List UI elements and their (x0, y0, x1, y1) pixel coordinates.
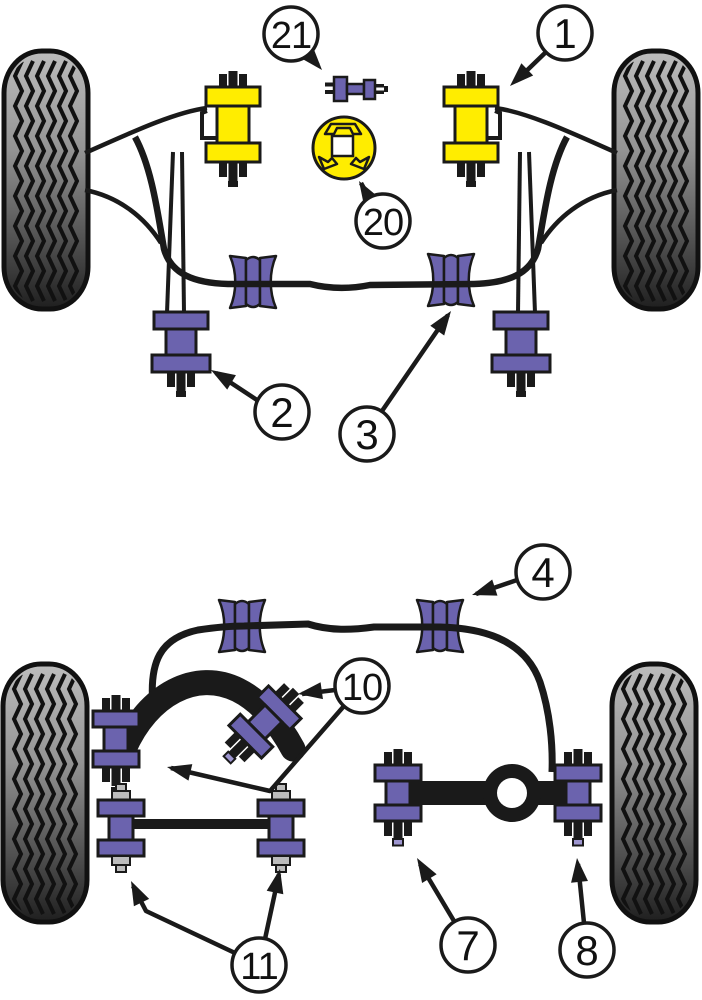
front-subframe-lines (84, 105, 618, 314)
callout-3-arrow (380, 313, 450, 413)
engine-mount-left-icon (204, 71, 262, 187)
callout-2-circle (253, 383, 311, 441)
subframe-mount-right-icon (490, 310, 552, 397)
round-insert-bushing-icon (311, 115, 377, 181)
callout-20-circle (354, 192, 412, 250)
callout-7: 7 (409, 853, 497, 974)
callout-4: 4 (469, 543, 572, 604)
callout-3: 3 (338, 306, 458, 463)
callout-8: 8 (558, 857, 616, 979)
callout-10-label: 10 (342, 667, 382, 709)
tire-front-left (4, 51, 88, 309)
control-arm-bushing-icon (221, 680, 307, 766)
callout-4-label: 4 (531, 549, 554, 596)
callout-1-label: 1 (553, 10, 576, 57)
callout-2-label: 2 (270, 389, 293, 436)
callout-7-label: 7 (456, 922, 479, 969)
callout-20: 20 (351, 176, 412, 250)
front-anti-roll-bar (132, 135, 570, 292)
front-arb-bushing-right-icon (426, 252, 476, 308)
callout-10: 10 (165, 657, 391, 794)
callout-11-label: 11 (240, 946, 277, 988)
trailing-arm (398, 764, 580, 822)
callout-2: 2 (206, 362, 311, 441)
callout-21-label: 21 (271, 15, 311, 57)
trailing-arm-bushing-rear-icon (553, 749, 603, 847)
callout-11-circle (230, 936, 288, 994)
callout-20-label: 20 (363, 202, 403, 244)
small-mount-bushing-icon (325, 75, 388, 103)
rear-anti-roll-bar (148, 620, 556, 773)
callout-10-circle (333, 657, 391, 715)
callout-1-circle (536, 4, 594, 62)
subframe-mount-left-icon (150, 310, 212, 397)
tire-rear-right (612, 664, 696, 922)
rear-suspension-section: 4 10 11 7 8 (3, 543, 696, 994)
callout-11: 11 (123, 867, 289, 994)
callout-7-circle (439, 916, 497, 974)
trailing-arm-bushing-front-icon (373, 749, 423, 847)
callout-1: 1 (504, 4, 594, 93)
front-suspension-section: 21 1 20 2 3 (4, 4, 698, 463)
callout-3-label: 3 (355, 411, 378, 458)
callout-8-circle (558, 921, 616, 979)
callout-21-circle (262, 5, 320, 63)
engine-mount-right-icon (442, 71, 500, 187)
lower-link-bushing-left-icon (96, 783, 146, 873)
callout-21: 21 (262, 5, 329, 76)
callout-4-circle (514, 543, 572, 601)
callout-10-arrow-b (170, 704, 346, 794)
callout-11-arrow-a (131, 884, 236, 956)
callout-8-label: 8 (575, 927, 598, 974)
lower-link-bar (121, 819, 283, 829)
tire-front-right (614, 51, 698, 309)
callout-3-circle (338, 405, 396, 463)
tire-rear-left (3, 664, 87, 922)
